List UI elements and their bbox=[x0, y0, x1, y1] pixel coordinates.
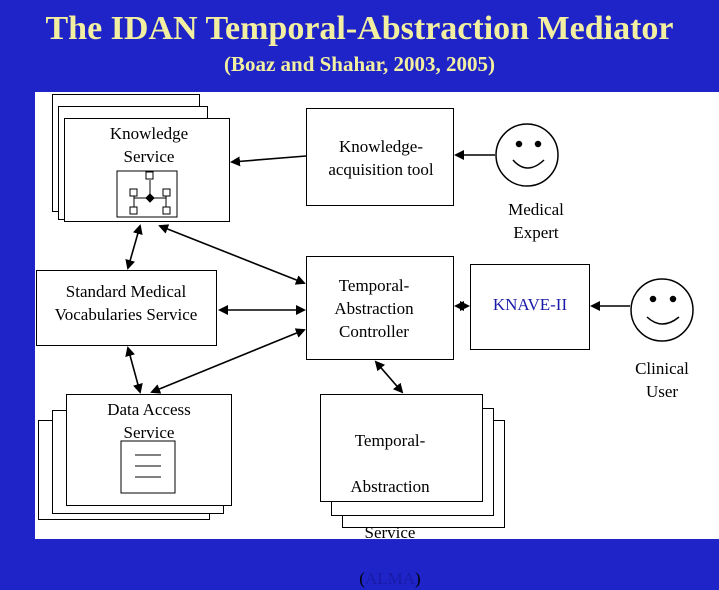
ta-service-line1: Temporal- bbox=[354, 431, 426, 450]
clinical-user-face-icon bbox=[630, 278, 694, 342]
arrow-controller-data-access bbox=[150, 328, 306, 394]
ta-controller-box bbox=[306, 256, 454, 360]
arrow-controller-knowledge bbox=[158, 224, 306, 285]
knave-label: KNAVE-II bbox=[492, 295, 568, 314]
standard-medical-vocabularies-label: Standard Medical Vocabularies Service bbox=[54, 282, 198, 324]
ta-service-paren-close: ) bbox=[415, 569, 421, 588]
knowledge-service-label: Knowledge Service bbox=[109, 124, 189, 166]
diagram-connectors bbox=[116, 123, 694, 494]
clinical-user-label: Clinical User bbox=[635, 359, 689, 401]
ta-service-box bbox=[320, 394, 483, 502]
arrow-controller-ta-service bbox=[374, 360, 404, 394]
data-access-document-icon bbox=[120, 440, 176, 494]
knave-box bbox=[470, 264, 590, 350]
arrow-knowledge-vocab bbox=[125, 224, 143, 270]
slide-subtitle: (Boaz and Shahar, 2003, 2005) bbox=[223, 52, 496, 76]
medical-expert-label: Medical Expert bbox=[508, 200, 564, 242]
knowledge-acquisition-tool-box bbox=[306, 108, 454, 206]
knowledge-network-icon bbox=[116, 170, 178, 218]
medical-expert-face-icon bbox=[495, 123, 559, 187]
data-access-service-label: Data Access Service bbox=[107, 400, 191, 442]
slide-title: The IDAN Temporal-Abstraction Mediator bbox=[45, 10, 674, 47]
ta-controller-label: Temporal- Abstraction Controller bbox=[334, 276, 414, 341]
ta-service-line3: Service bbox=[364, 523, 416, 542]
arrow-vocab-data-access bbox=[125, 346, 143, 394]
ta-service-line2: Abstraction bbox=[350, 477, 430, 496]
arrow-tool-to-knowledge bbox=[230, 155, 307, 167]
ta-service-alma: ALMA bbox=[364, 569, 416, 588]
knowledge-acquisition-tool-label: Knowledge- acquisition tool bbox=[328, 137, 434, 179]
